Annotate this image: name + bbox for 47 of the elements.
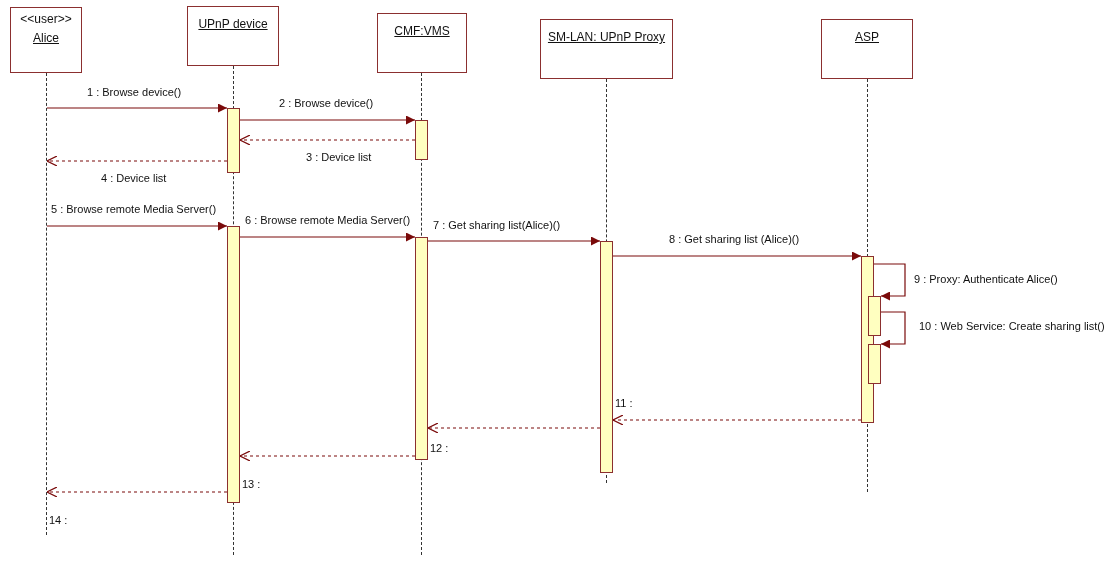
participant-box: [377, 13, 467, 73]
lifeline: [46, 73, 47, 535]
participant-box: [821, 19, 913, 79]
message-label: 8 : Get sharing list (Alice)(): [668, 233, 801, 246]
message-label: 5 : Browse remote Media Server(): [50, 203, 218, 216]
activation-bar: [868, 344, 881, 384]
message-arrow: [873, 263, 906, 301]
return-message-arrow: [46, 486, 228, 498]
message-label: 3 : Device list: [305, 151, 373, 164]
message-label: 11 :: [614, 397, 634, 410]
message-label: 10 : Web Service: Create sharing list(): [918, 320, 1106, 333]
message-label: 13 :: [241, 478, 262, 491]
message-label: 7 : Get sharing list(Alice)(): [432, 219, 562, 232]
message-arrow: [427, 236, 601, 246]
message-label: 1 : Browse device(): [86, 86, 183, 99]
participant-box: [540, 19, 673, 79]
message-label: 14 :: [48, 514, 69, 527]
message-label: 9 : Proxy: Authenticate Alice(): [913, 273, 1059, 286]
return-message-arrow: [427, 422, 601, 434]
return-message-arrow: [46, 155, 228, 167]
message-label: 4 : Device list: [100, 172, 168, 185]
message-arrow: [880, 311, 906, 349]
participant-name: CMF:VMS: [393, 24, 451, 39]
stereotype-label: <<user>>: [19, 12, 73, 27]
message-arrow: [239, 115, 416, 125]
activation-bar: [227, 108, 240, 173]
participant-box: [187, 6, 279, 66]
return-message-arrow: [239, 450, 416, 462]
return-message-arrow: [239, 134, 416, 146]
message-label: 2 : Browse device(): [278, 97, 375, 110]
participant-name: UPnP device: [197, 17, 269, 32]
message-label: 6 : Browse remote Media Server(): [244, 214, 412, 227]
participant-box: [10, 7, 82, 73]
message-label: 12 :: [429, 442, 450, 455]
message-arrow: [46, 221, 228, 231]
participant-name: SM-LAN: UPnP Proxy: [546, 30, 667, 45]
participant-name: ASP: [854, 30, 880, 45]
message-arrow: [612, 251, 862, 261]
activation-bar: [600, 241, 613, 473]
activation-bar: [415, 237, 428, 460]
message-arrow: [46, 103, 228, 113]
activation-bar: [868, 296, 881, 336]
activation-bar: [415, 120, 428, 160]
participant-name: Alice: [32, 31, 60, 46]
message-arrow: [239, 232, 416, 242]
activation-bar: [227, 226, 240, 503]
return-message-arrow: [612, 414, 862, 426]
